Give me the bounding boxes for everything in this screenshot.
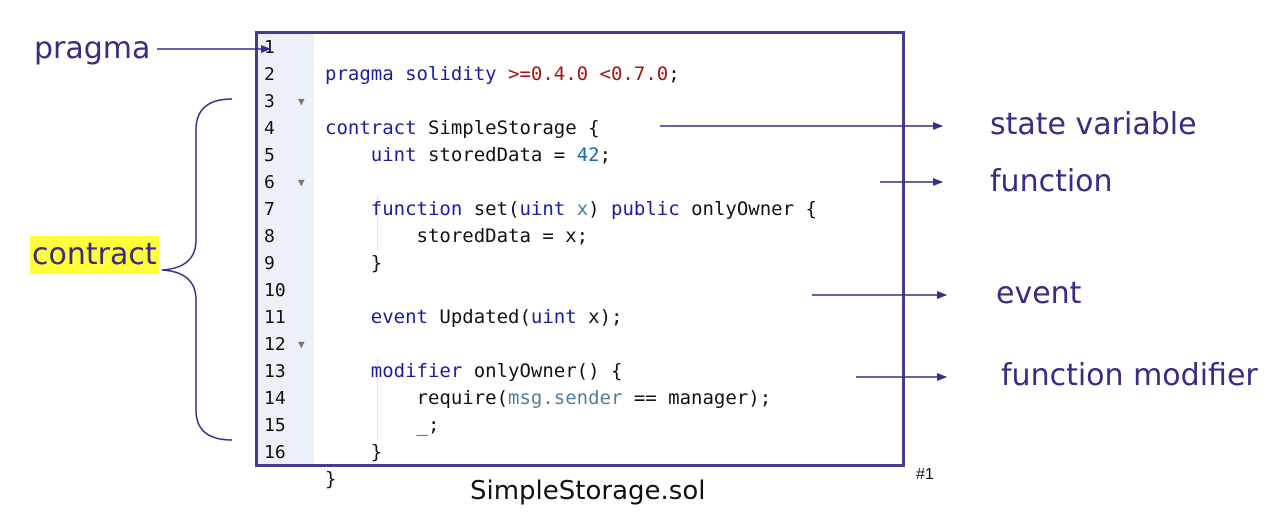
code-line-4: uint storedData = 42; xyxy=(258,115,902,166)
msg-sender: msg.sender xyxy=(508,387,623,409)
line-number: 3▼ xyxy=(258,88,314,115)
line-number: 2 xyxy=(258,61,314,88)
line-number-text: 10 xyxy=(264,280,286,301)
close-brace: } xyxy=(325,468,337,490)
code-line-14: _; xyxy=(258,385,902,436)
contract-label: contract xyxy=(30,236,159,274)
line-number: 5 xyxy=(258,142,314,169)
function-name: set( xyxy=(462,198,520,220)
contract-keyword: contract xyxy=(325,117,417,139)
line-number-text: 5 xyxy=(264,145,275,166)
code-line-6: function set(uint x) public onlyOwner { xyxy=(258,169,902,220)
code-line-12: modifier onlyOwner() { xyxy=(258,331,902,382)
type-keyword: uint xyxy=(519,198,566,220)
line-number-text: 14 xyxy=(264,388,286,409)
code-line-10: event Updated(uint x); xyxy=(258,277,902,328)
code-line-8: } xyxy=(258,223,902,274)
close-brace: } xyxy=(370,441,383,463)
contract-name: SimpleStorage { xyxy=(416,117,600,139)
line-number: 10 xyxy=(258,277,314,304)
line-number: 15 xyxy=(258,412,314,439)
state-variable-label: state variable xyxy=(990,107,1197,142)
assignment: storedData = x; xyxy=(416,225,589,247)
line-number-text: 16 xyxy=(264,442,286,463)
code-line-13: require(msg.sender == manager); xyxy=(258,358,902,409)
pragma-label: pragma xyxy=(34,31,151,66)
semicolon: ; xyxy=(668,63,680,85)
line-number-text: 13 xyxy=(264,361,286,382)
code-line-3: contract SimpleStorage { xyxy=(258,88,902,139)
line-number: 4 xyxy=(258,115,314,142)
line-number-text: 8 xyxy=(264,226,275,247)
event-label: event xyxy=(996,276,1082,311)
line-number-text: 2 xyxy=(264,64,275,85)
pragma-keyword: pragma solidity xyxy=(325,63,497,85)
fold-toggle-icon[interactable]: ▼ xyxy=(298,338,305,351)
line-number: 7 xyxy=(258,196,314,223)
event-keyword: event xyxy=(370,306,428,328)
code-line-7: storedData = x; xyxy=(258,196,902,247)
placeholder-underscore: _ xyxy=(416,414,428,436)
code-line-16: } xyxy=(258,439,902,490)
indent-guide xyxy=(377,358,378,439)
type-keyword: uint xyxy=(530,306,577,328)
line-number: 6▼ xyxy=(258,169,314,196)
line-number-text: 9 xyxy=(264,253,275,274)
line-number: 12 ▼ xyxy=(258,331,314,358)
version-range: >=0.4.0 <0.7.0 xyxy=(508,63,669,85)
line-number: 13 xyxy=(258,358,314,385)
semicolon: ; xyxy=(427,414,440,436)
line-number-text: 3 xyxy=(264,91,275,112)
number-literal: 42 xyxy=(576,144,600,166)
function-label: function xyxy=(990,164,1113,199)
line-number-text: 15 xyxy=(264,415,286,436)
line-number: 9 xyxy=(258,250,314,277)
indent-guide xyxy=(377,196,378,250)
modifier-rest: onlyOwner() { xyxy=(462,360,623,382)
modifier-keyword: modifier xyxy=(370,360,463,382)
close-brace: } xyxy=(370,252,383,274)
function-keyword: function xyxy=(370,198,463,220)
line-number: 8 xyxy=(258,223,314,250)
state-var-text: storedData = xyxy=(416,144,577,166)
slide-number: #1 xyxy=(916,466,934,483)
line-number-text: 11 xyxy=(264,307,286,328)
contract-brace xyxy=(161,98,233,441)
semicolon: ; xyxy=(599,144,612,166)
event-rest: x); xyxy=(576,306,623,328)
line-number: 16 xyxy=(258,439,314,466)
event-name: Updated( xyxy=(427,306,531,328)
function-rest: onlyOwner { xyxy=(679,198,817,220)
line-number-text: 7 xyxy=(264,199,275,220)
line-number-gutter xyxy=(258,34,314,464)
line-number: 14 xyxy=(258,385,314,412)
fold-toggle-icon[interactable]: ▼ xyxy=(298,176,305,189)
function-modifier-label: function modifier xyxy=(1001,358,1258,393)
paren-close: ) xyxy=(588,198,612,220)
code-line-15: } xyxy=(258,412,902,463)
type-keyword: uint xyxy=(370,144,417,166)
fold-toggle-icon[interactable]: ▼ xyxy=(298,95,305,108)
code-line-1: pragma solidity >=0.4.0 <0.7.0; xyxy=(258,34,902,85)
line-number-text: 6 xyxy=(264,172,275,193)
file-name-caption: SimpleStorage.sol xyxy=(470,476,706,506)
require-rest: == manager); xyxy=(622,387,772,409)
line-number-text: 12 xyxy=(264,334,286,355)
line-number: 11 xyxy=(258,304,314,331)
line-number-text: 4 xyxy=(264,118,275,139)
public-keyword: public xyxy=(611,198,680,220)
param-name: x xyxy=(565,198,589,220)
require-call: require( xyxy=(416,387,509,409)
